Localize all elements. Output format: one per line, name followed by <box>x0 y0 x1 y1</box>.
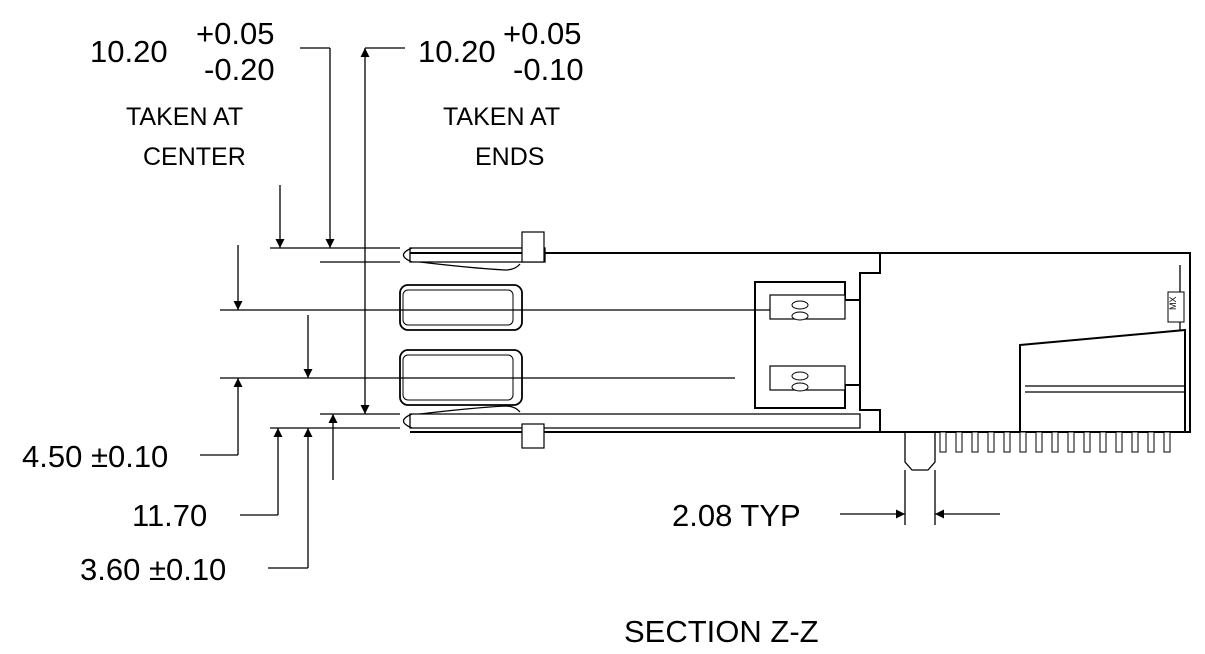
cage-top-wall <box>402 231 1190 271</box>
center-note-2: CENTER <box>143 143 246 171</box>
pcb-pins <box>904 431 1171 471</box>
dim-pitch-label: 2.08 TYP <box>672 498 801 533</box>
dim-11-70-label: 11.70 <box>132 498 207 533</box>
cage-bottom-wall <box>402 405 1190 449</box>
dim-3-60-label: 3.60 ±0.10 <box>80 552 226 587</box>
ends-note-2: ENDS <box>475 143 544 171</box>
center-note-1: TAKEN AT <box>126 103 243 131</box>
section-title: SECTION Z-Z <box>624 614 819 649</box>
dim-11-70 <box>240 427 400 516</box>
ends-tol-plus: +0.05 <box>503 16 581 51</box>
center-tol-plus: +0.05 <box>196 16 274 51</box>
ends-value: 10.20 <box>418 34 496 69</box>
ends-note-1: TAKEN AT <box>443 103 560 131</box>
dim-ends-height <box>320 47 405 415</box>
dim-3-60 <box>268 414 338 569</box>
port-slots <box>399 284 523 406</box>
ends-tol-minus: -0.10 <box>513 52 584 87</box>
dim-4-50-label: 4.50 ±0.10 <box>22 439 168 474</box>
mx-mark: MX <box>1168 297 1178 311</box>
housing-body <box>859 252 1191 433</box>
center-tol-minus: -0.20 <box>204 52 275 87</box>
dim-pitch <box>840 470 1000 525</box>
inner-cavity <box>754 281 861 409</box>
dim-4-50 <box>200 245 313 456</box>
center-value: 10.20 <box>90 34 168 69</box>
dim-center-height <box>270 47 400 263</box>
